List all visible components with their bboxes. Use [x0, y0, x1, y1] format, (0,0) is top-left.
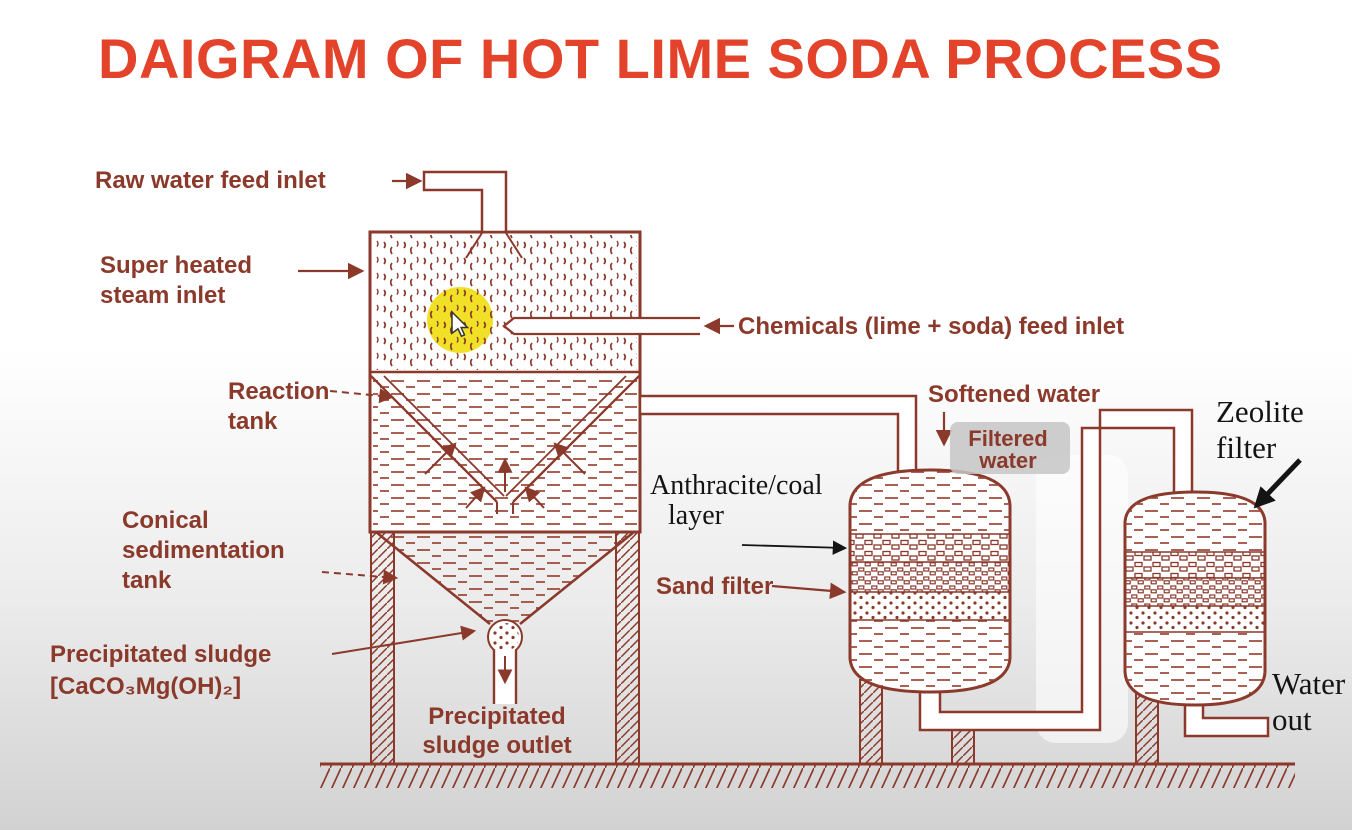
- sedimentation-tank-leader: [321, 569, 399, 585]
- sand-filter-arrow: [771, 582, 847, 600]
- sand-filter-vessel: [848, 468, 1012, 694]
- sand-filter-label: Sand filter: [656, 573, 773, 600]
- zeolite-band-2: [1125, 578, 1265, 606]
- middle-layer-band: [850, 562, 1010, 592]
- softened-water-pipe: [638, 394, 918, 480]
- sludge-outlet-label-line1: Precipitated: [428, 703, 565, 730]
- anthracite-layer-arrow: [741, 540, 848, 555]
- sand-layer-band: [850, 592, 1010, 620]
- filtered-water-label-line2: water: [978, 448, 1037, 473]
- slide-title: DAIGRAM OF HOT LIME SODA PROCESS: [98, 27, 1223, 90]
- sedimentation-label-line1: Conical: [122, 507, 209, 534]
- zeolite-band-3: [1125, 606, 1265, 632]
- anthracite-label-line1: Anthracite/coal: [650, 470, 823, 501]
- raw-water-label: Raw water feed inlet: [95, 167, 326, 194]
- reaction-tank-vessel: [368, 230, 642, 534]
- anthracite-layer-band: [850, 534, 1010, 562]
- sand-filter-leg: [859, 679, 883, 765]
- sludge-bulb-texture: [491, 623, 519, 651]
- softened-water-label: Softened water: [928, 381, 1100, 408]
- sedimentation-label-line2: sedimentation: [122, 537, 285, 564]
- water-zone: [373, 376, 637, 528]
- flow-arrows: [424, 442, 586, 509]
- reaction-tank-label-line1: Reaction: [228, 378, 329, 405]
- mouse-cursor-icon: [451, 310, 470, 338]
- filtered-water-label-line1: Filtered: [968, 426, 1047, 451]
- water-out-label-line1: Water: [1272, 666, 1346, 701]
- water-out-pipe: [1183, 701, 1270, 738]
- sedimentation-label-line3: tank: [122, 567, 172, 594]
- pipe-support-leg: [951, 729, 975, 765]
- reaction-tank-label-line2: tank: [228, 408, 278, 435]
- zeolite-band-1: [1125, 552, 1265, 578]
- zeolite-filter-label-line1: Zeolite: [1216, 394, 1304, 429]
- precipitated-sludge-leader: [331, 625, 477, 655]
- water-out-label-line2: out: [1272, 702, 1312, 737]
- tank-leg-right: [615, 531, 640, 765]
- sludge-outlet-pipe: [492, 650, 518, 704]
- anthracite-label-line2: layer: [668, 500, 725, 531]
- precipitated-sludge-label-line2: [CaCO₃Mg(OH)₂]: [50, 673, 241, 700]
- zeolite-filter-label-line2: filter: [1216, 430, 1277, 465]
- chemicals-inlet-label: Chemicals (lime + soda) feed inlet: [738, 313, 1124, 340]
- zeolite-filter-vessel: [1123, 490, 1267, 707]
- zeolite-filter-arrow: [1253, 458, 1302, 509]
- steam-inlet-label-line2: steam inlet: [100, 282, 225, 309]
- filtered-water-highlight-patch: [950, 422, 1070, 474]
- raw-water-feed-pipe: [422, 170, 508, 234]
- precipitated-sludge-label-line1: Precipitated sludge: [50, 641, 271, 668]
- ground: [320, 762, 1295, 788]
- chemicals-feed-pipe: [502, 316, 700, 336]
- inlet-distributor: [465, 232, 523, 259]
- steam-inlet-label-line1: Super heated: [100, 252, 252, 279]
- reaction-tank-leader: [329, 388, 395, 404]
- steam-mixing-zone: [373, 235, 637, 370]
- sludge-outlet-label-line2: sludge outlet: [422, 732, 571, 759]
- sedimentation-cone: [375, 530, 635, 655]
